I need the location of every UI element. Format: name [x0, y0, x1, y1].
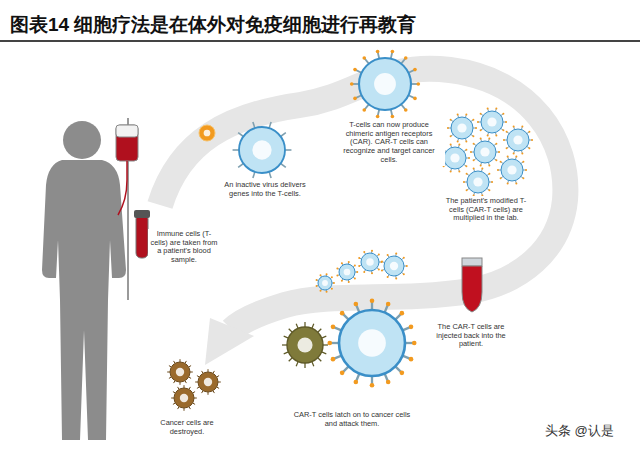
step-caption: T-cells can now produce chimeric antigen…: [333, 120, 445, 166]
title-rule: [0, 40, 640, 42]
attacking-car-t-cell: [327, 298, 416, 387]
patient-silhouette: [42, 121, 126, 440]
step-caption: Immune cells (T-cells) are taken from a …: [148, 229, 220, 266]
step-caption: The CAR-T cells are injected back into t…: [424, 322, 518, 350]
process-arrow-band: [160, 69, 565, 330]
car-t-cluster-cell: [470, 138, 500, 167]
iv-bag-top: [116, 125, 138, 137]
watermark: 头条 @认是: [543, 422, 616, 439]
virus: [199, 125, 215, 141]
car-t-cluster-cell: [477, 108, 507, 137]
destroyed-cancer-cell: [167, 359, 193, 385]
blood-sample-tube: [136, 214, 148, 258]
cancer-cell: [282, 322, 328, 368]
car-t-small-cell: [336, 261, 358, 283]
figure-title: 图表14 细胞疗法是在体外对免疫细胞进行再教育: [10, 12, 416, 38]
t-cell: [233, 122, 292, 178]
step-caption: The patient's modified T-cells (CAR-T ce…: [440, 196, 532, 224]
vial-cap: [462, 258, 482, 266]
car-t-cluster-cell: [497, 156, 527, 185]
step-caption: An inactive virus delivers genes into th…: [222, 180, 308, 199]
step-caption: Cancer cells are destroyed.: [152, 418, 222, 437]
car-t-small-cell: [358, 250, 382, 275]
car-t-cell: [350, 50, 420, 119]
car-t-cluster-cell: [447, 114, 477, 143]
car-t-cluster-cell: [503, 126, 533, 155]
car-t-small-cell: [316, 273, 335, 293]
iv-tube: [118, 161, 127, 215]
process-arrow-head: [205, 318, 254, 365]
step-caption: CAR-T cells latch on to cancer cells and…: [290, 410, 414, 429]
destroyed-cancer-cell: [195, 369, 221, 395]
car-t-cluster-cell: [463, 168, 493, 197]
destroyed-cancer-cell: [171, 385, 197, 411]
iv-bag: [116, 125, 138, 161]
car-t-small-cell: [381, 252, 408, 279]
car-t-vial: [462, 266, 482, 312]
tube-cap: [134, 210, 150, 218]
